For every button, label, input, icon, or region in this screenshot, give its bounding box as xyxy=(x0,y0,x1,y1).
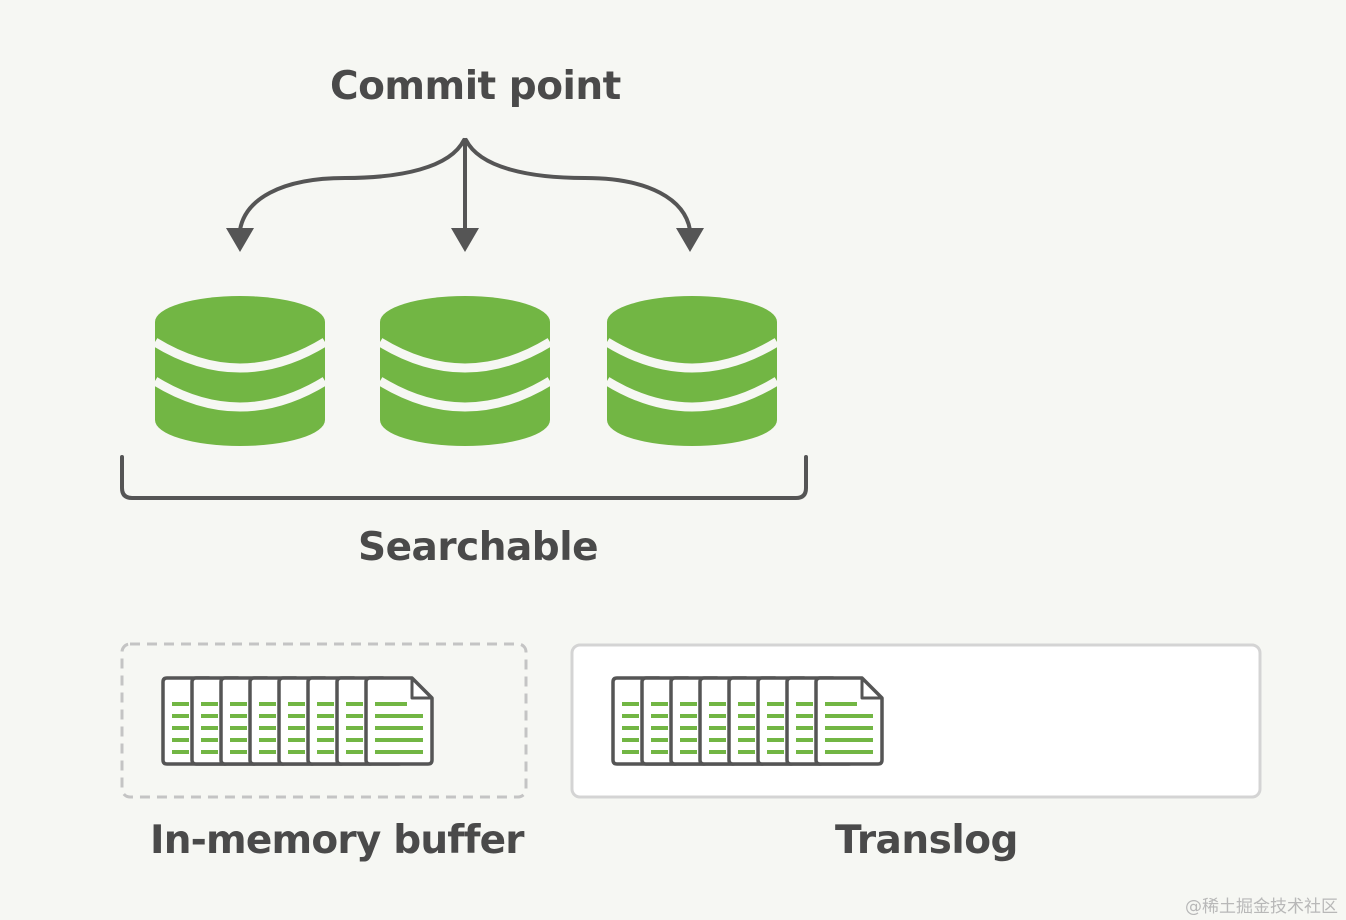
arrowheads xyxy=(226,228,704,252)
arrow-left xyxy=(238,138,466,232)
translog-document-stack xyxy=(611,676,884,766)
database-cylinder-icon xyxy=(604,296,780,446)
in-memory-buffer-label: In-memory buffer xyxy=(150,818,525,863)
commit-point-label: Commit point xyxy=(330,64,621,109)
database-cylinder-icon xyxy=(152,296,328,446)
arrow-down-icon xyxy=(226,228,254,252)
document-page-icon xyxy=(364,676,434,766)
buffer-document-stack xyxy=(161,676,434,766)
watermark: @稀土掘金技术社区 xyxy=(1185,897,1338,917)
translog-label: Translog xyxy=(835,818,1018,863)
document-page-icon xyxy=(814,676,884,766)
arrow-down-icon xyxy=(676,228,704,252)
arrow-right xyxy=(464,138,692,232)
database-cylinder-icon xyxy=(377,296,553,446)
arrow-down-icon xyxy=(451,228,479,252)
in-memory-buffer-box xyxy=(120,642,528,799)
commit-arrows xyxy=(238,138,692,234)
searchable-label: Searchable xyxy=(358,525,599,570)
segments-group xyxy=(152,296,780,446)
searchable-bracket xyxy=(120,455,808,500)
